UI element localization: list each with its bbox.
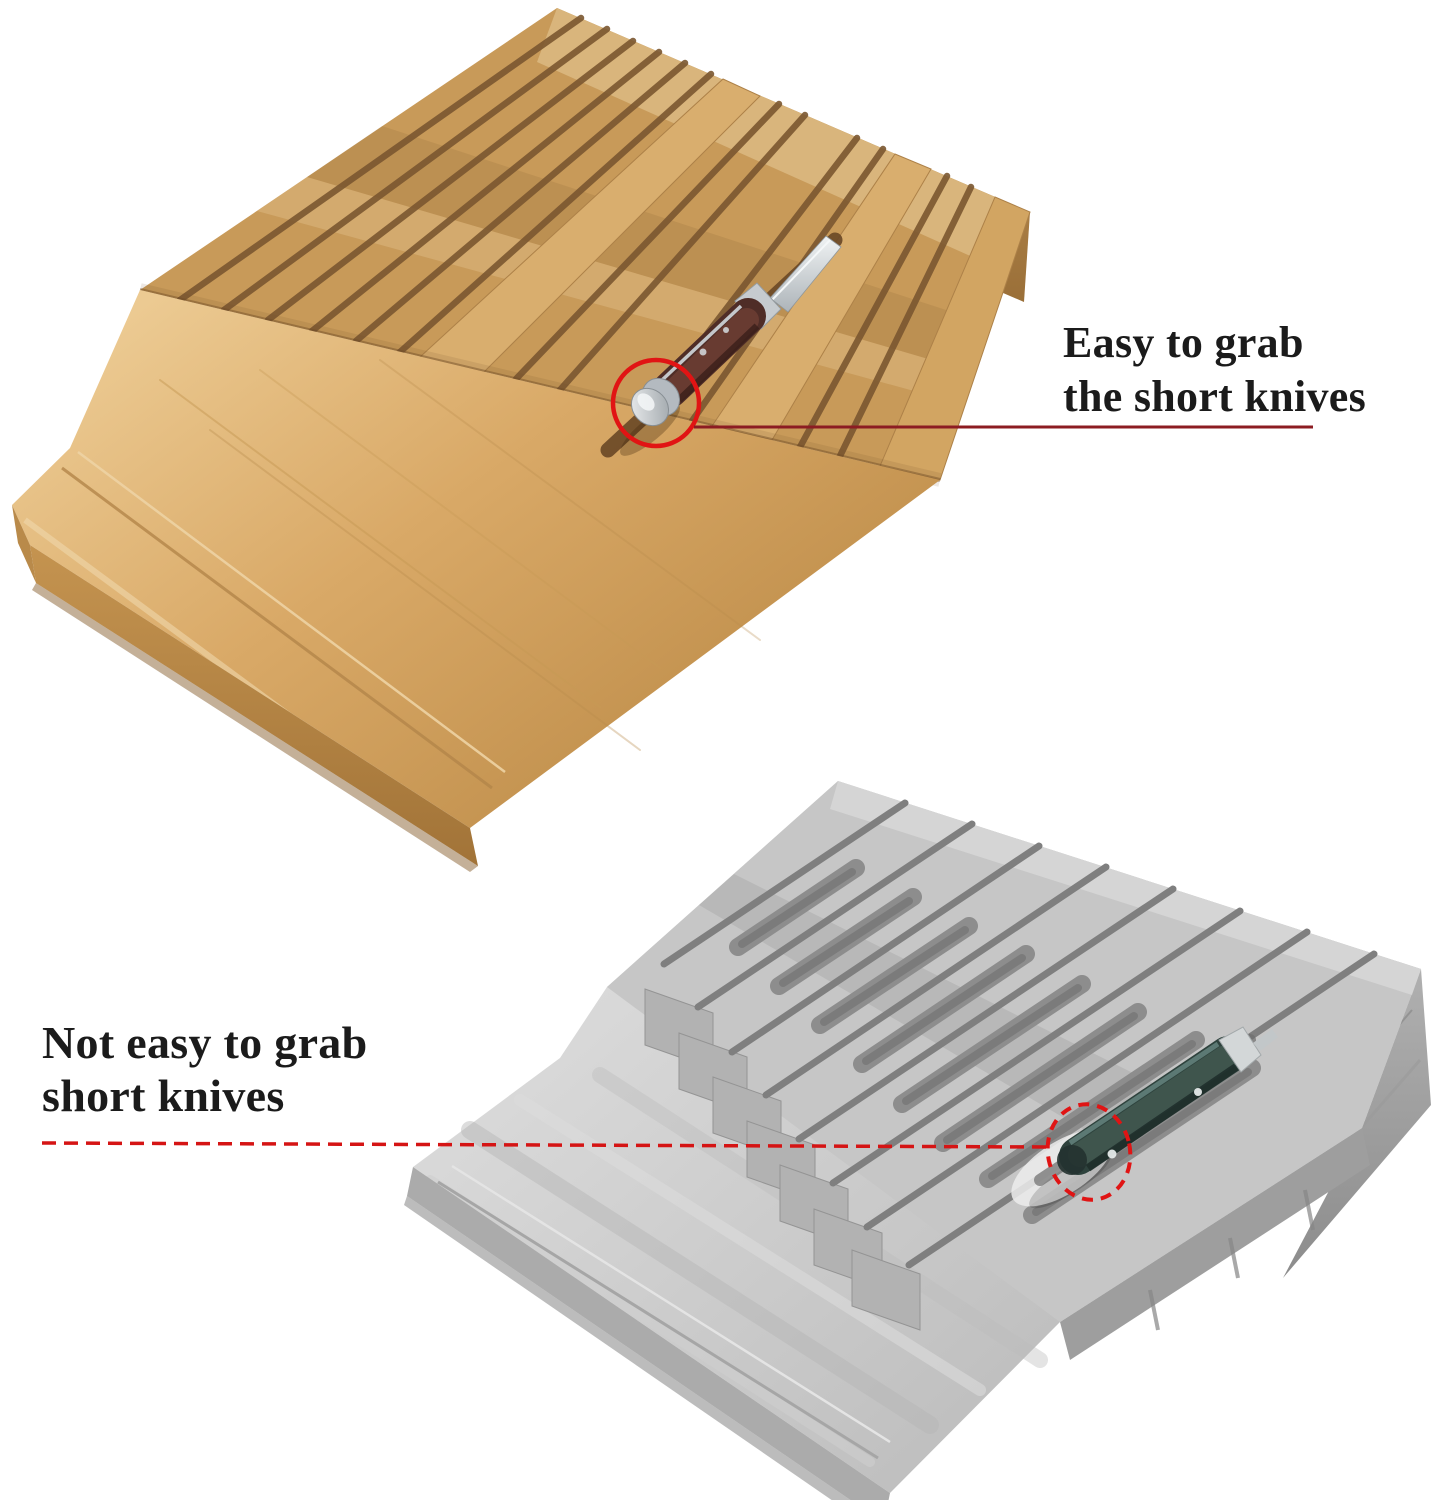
bottom-block-ribbed-face: [607, 781, 1421, 1331]
bottom-caption-line1: Not easy to grab: [42, 1017, 368, 1068]
bottom-annotation-circle: [1045, 1102, 1133, 1202]
top-block-front-board: [12, 283, 942, 872]
top-caption: Easy to grab the short knives: [1063, 316, 1366, 424]
top-annotation-circle: [610, 357, 702, 449]
bottom-caption: Not easy to grab short knives: [42, 1016, 367, 1122]
top-knife-block-photo: [12, 8, 1313, 872]
knife-blade: [769, 235, 842, 313]
knife-handle: [1057, 1036, 1247, 1175]
knife-handle: [652, 298, 766, 408]
top-block-rails: [418, 78, 1031, 481]
knife-butt-cap: [630, 377, 681, 427]
knife-bolster: [1218, 1026, 1262, 1073]
bottom-block-knife-slots: [660, 799, 1378, 1269]
top-block-ribbed-face: [140, 8, 1031, 481]
top-caption-line1: Easy to grab: [1063, 318, 1304, 367]
bottom-caption-line2: short knives: [42, 1070, 285, 1121]
top-knife: [600, 232, 843, 458]
bottom-knife-block-photo: [41, 781, 1431, 1500]
top-caption-line2: the short knives: [1063, 372, 1367, 421]
top-board-grain: [159, 359, 761, 751]
bottom-block-finger-grooves: [729, 859, 1261, 1224]
knife-blade: [1253, 1029, 1278, 1051]
bottom-knife: [1011, 1026, 1278, 1209]
bottom-annotation-pointer-line: [41, 1141, 1049, 1149]
